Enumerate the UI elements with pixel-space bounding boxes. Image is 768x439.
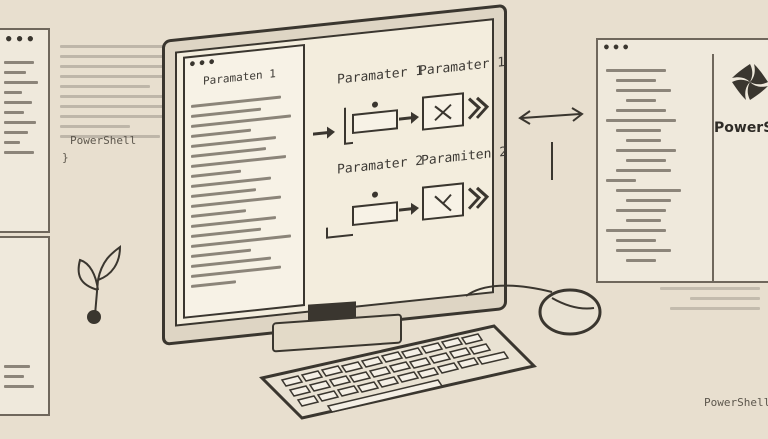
bottom-right-powershell-text: PowerShell (704, 396, 768, 409)
mouse-icon (465, 284, 602, 336)
flow-diagram (313, 92, 490, 239)
vertical-tick (551, 142, 553, 180)
powershell-logo-icon (732, 64, 768, 100)
top-parameter-box (352, 109, 398, 135)
left-lower-window (0, 236, 50, 416)
left-window-code (4, 54, 42, 161)
powershell-logo-text: PowerShe (714, 120, 768, 136)
bottom-output-box (422, 182, 464, 221)
bottom-parameter-box (352, 201, 398, 227)
right-powershell-window: ● ● ● PowerShe (596, 38, 768, 283)
left-window-titlebar-dots: ● ● ● (6, 34, 34, 44)
plant-icon (77, 244, 122, 324)
right-window-code (606, 62, 706, 269)
double-arrow-icon (518, 107, 584, 125)
left-brace-text: } (62, 151, 69, 164)
monitor-screen: ● ● ● Paramaten 1 (175, 18, 507, 327)
monitor-bezel: ● ● ● Paramaten 1 (162, 3, 507, 346)
left-powershell-text: PowerShell (70, 134, 137, 147)
keyboard (258, 318, 537, 420)
right-window-titlebar-dots: ● ● ● (604, 42, 629, 51)
left-background-window: ● ● ● (0, 28, 50, 233)
